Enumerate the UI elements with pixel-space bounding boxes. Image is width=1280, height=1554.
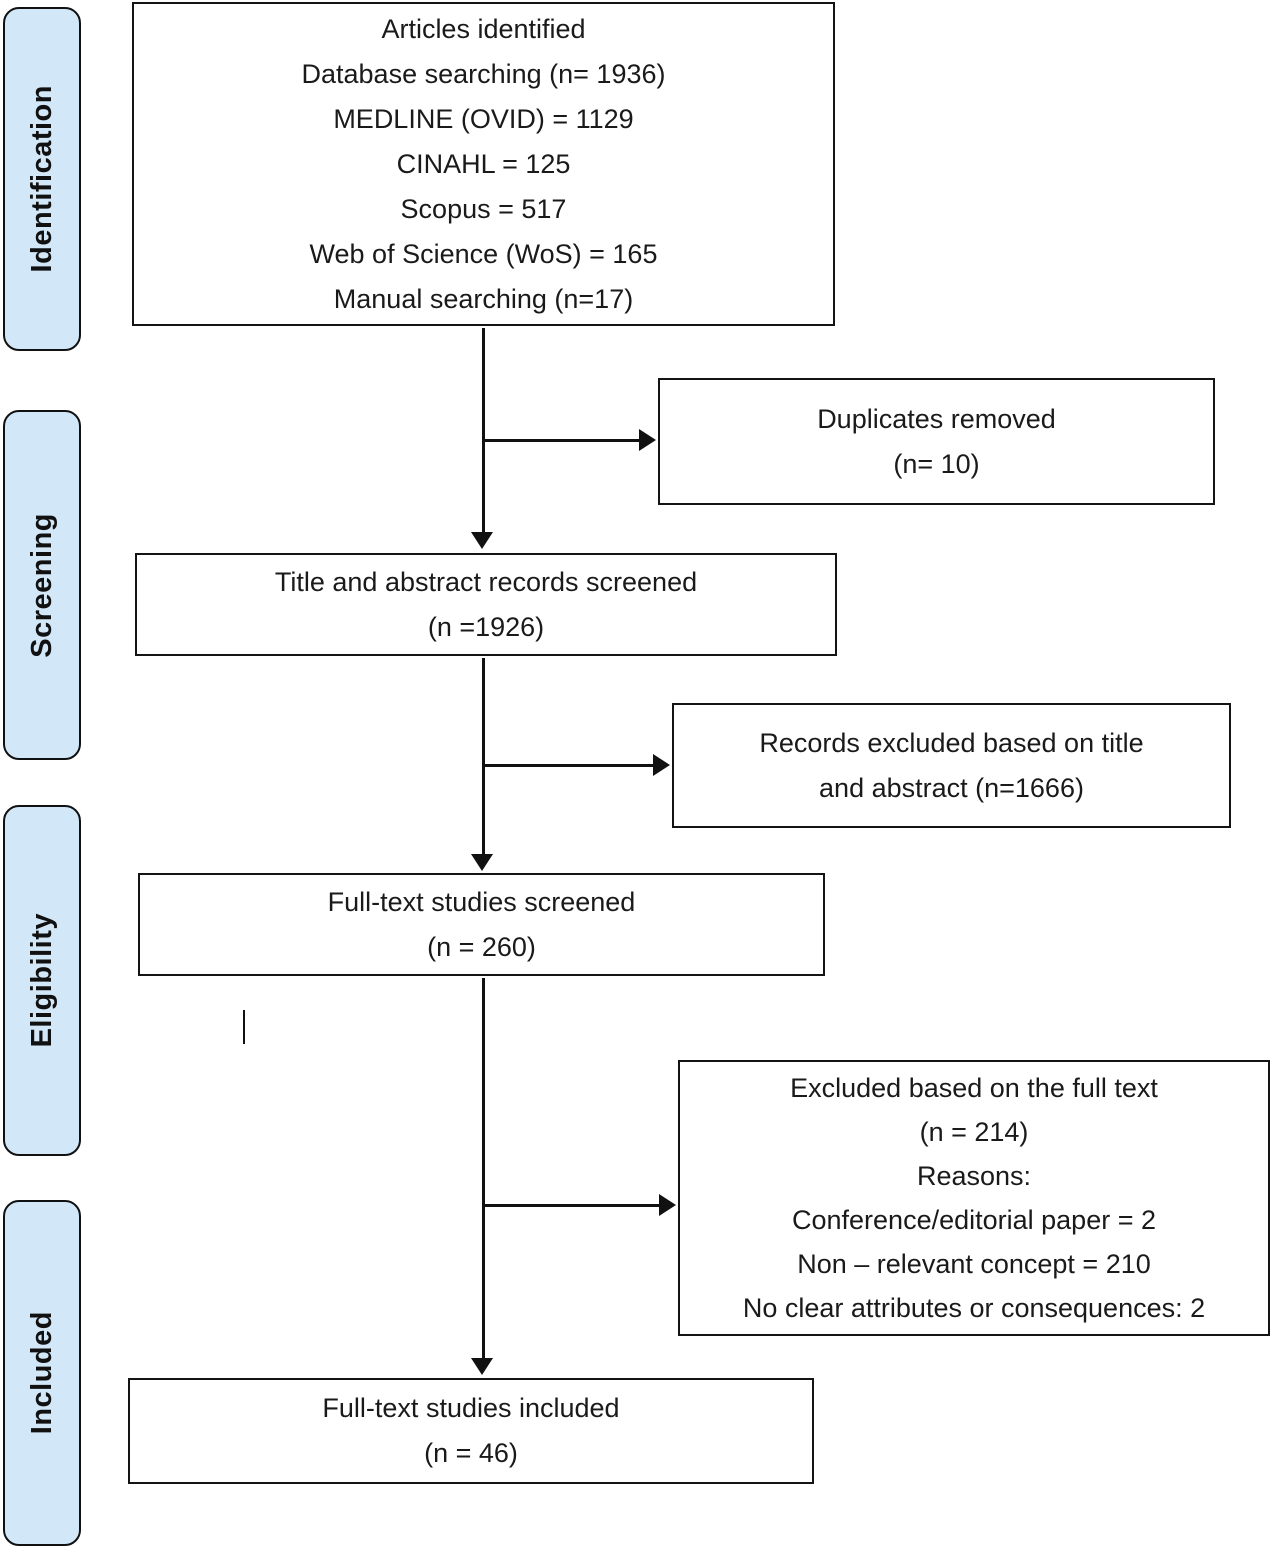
connector-branch-duplicates (483, 439, 641, 442)
arrowhead-right-icon (639, 429, 656, 451)
connector-branch-records-excluded (483, 764, 655, 767)
box-fulltext-screened: Full-text studies screened (n = 260) (138, 873, 825, 976)
stage-included-label: Included (25, 1311, 58, 1435)
articles-identified-line: Articles identified (381, 13, 586, 44)
arrowhead-down-icon (471, 532, 493, 549)
articles-identified-line: Database searching (n= 1936) (301, 58, 666, 89)
stray-cursor-mark (243, 1010, 245, 1044)
stage-screening-label: Screening (25, 512, 58, 658)
box-fulltext-excluded: Excluded based on the full text (n = 214… (678, 1060, 1270, 1336)
stage-screening: Screening (3, 410, 81, 760)
arrowhead-down-icon (471, 1358, 493, 1375)
box-records-excluded: Records excluded based on title and abst… (672, 703, 1231, 828)
articles-identified-line: CINAHL = 125 (396, 148, 571, 179)
box-articles-identified: Articles identified Database searching (… (132, 2, 835, 326)
records-excluded-count: and abstract (n=1666) (819, 772, 1084, 803)
records-excluded-line: Records excluded based on title (759, 727, 1144, 758)
articles-identified-line: Manual searching (n=17) (333, 283, 634, 314)
arrowhead-right-icon (653, 754, 670, 776)
title-abstract-count: (n =1926) (427, 611, 545, 642)
fulltext-excluded-reasons-header: Reasons: (916, 1161, 1032, 1191)
arrowhead-right-icon (659, 1194, 676, 1216)
fulltext-excluded-reason: Non – relevant concept = 210 (797, 1249, 1151, 1279)
fulltext-excluded-line: Excluded based on the full text (790, 1073, 1158, 1103)
fulltext-excluded-count: (n = 214) (919, 1117, 1029, 1147)
duplicates-removed-line: Duplicates removed (817, 403, 1056, 434)
articles-identified-line: Web of Science (WoS) = 165 (309, 238, 658, 269)
fulltext-excluded-reason: Conference/editorial paper = 2 (792, 1205, 1156, 1235)
box-title-abstract-screened: Title and abstract records screened (n =… (135, 553, 837, 656)
fulltext-screened-count: (n = 260) (427, 931, 536, 962)
fulltext-included-count: (n = 46) (424, 1438, 518, 1468)
stage-eligibility-label: Eligibility (25, 913, 58, 1048)
articles-identified-line: MEDLINE (OVID) = 1129 (333, 103, 634, 134)
arrowhead-down-icon (471, 854, 493, 871)
stage-included: Included (3, 1200, 81, 1546)
fulltext-screened-line: Full-text studies screened (327, 886, 636, 917)
connector-screened-to-fulltext (482, 658, 485, 856)
connector-identified-to-screened (482, 328, 485, 534)
connector-branch-fulltext-excluded (483, 1204, 661, 1207)
fulltext-included-line: Full-text studies included (322, 1393, 620, 1423)
connector-fulltext-to-included (482, 978, 485, 1360)
stage-identification-label: Identification (25, 85, 58, 273)
box-duplicates-removed: Duplicates removed (n= 10) (658, 378, 1215, 505)
stage-eligibility: Eligibility (3, 805, 81, 1156)
box-fulltext-included: Full-text studies included (n = 46) (128, 1378, 814, 1484)
title-abstract-line: Title and abstract records screened (274, 566, 698, 597)
stage-identification: Identification (3, 7, 81, 351)
fulltext-excluded-reason: No clear attributes or consequences: 2 (742, 1293, 1206, 1323)
duplicates-removed-count: (n= 10) (893, 448, 980, 479)
articles-identified-line: Scopus = 517 (400, 193, 567, 224)
